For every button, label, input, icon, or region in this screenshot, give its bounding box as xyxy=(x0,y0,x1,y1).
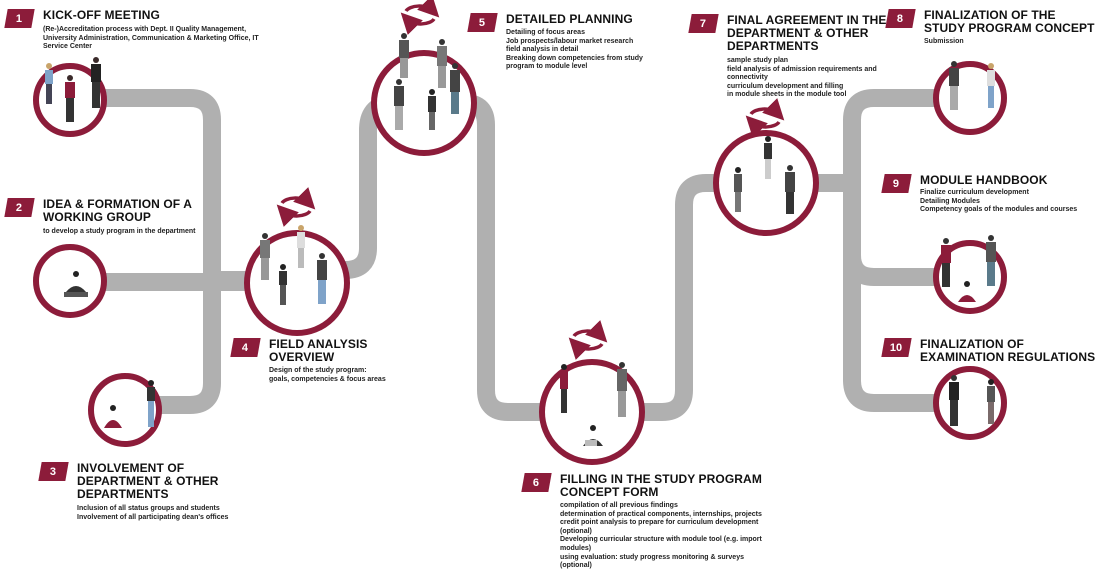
people-icon-step-2 xyxy=(64,271,88,297)
step-9-title: MODULE HANDBOOK xyxy=(920,173,1048,187)
step-4-description: Design of the study program:goals, compe… xyxy=(269,367,386,383)
people-icon-step-6 xyxy=(560,362,627,446)
step-5-title: DETAILED PLANNING xyxy=(506,12,633,26)
step-1-description: (Re-)Accreditation process with Dept. II… xyxy=(43,26,259,51)
step-3-description: Inclusion of all status groups and stude… xyxy=(77,505,229,521)
step-3-badge: 3 xyxy=(38,462,69,481)
cycle-icons xyxy=(276,0,785,360)
step-2-badge: 2 xyxy=(4,198,35,217)
people-icon-step-3 xyxy=(104,380,155,428)
cycle-arrows-icon-step-4 xyxy=(276,187,316,227)
people-figures xyxy=(45,33,996,446)
people-icon-step-5 xyxy=(394,33,460,130)
people-icon-step-8 xyxy=(949,61,995,110)
step-5-badge: 5 xyxy=(467,13,498,32)
people-icon-step-10 xyxy=(949,375,995,426)
people-icon-step-9 xyxy=(941,235,996,302)
step-8-description: Submission xyxy=(924,38,964,45)
step-2-description: to develop a study program in the depart… xyxy=(43,228,196,235)
cycle-arrows-icon-step-6 xyxy=(568,320,608,360)
step-1-badge: 1 xyxy=(4,9,35,28)
step-9-badge: 9 xyxy=(881,174,912,193)
cycle-arrows-icon-step-5 xyxy=(400,0,440,35)
step-4-badge: 4 xyxy=(230,338,261,357)
people-icon-step-1 xyxy=(45,57,101,122)
step-8-badge: 8 xyxy=(885,9,916,28)
step-10-badge: 10 xyxy=(881,338,912,357)
pathway xyxy=(95,89,945,421)
step-7-badge: 7 xyxy=(688,14,719,33)
people-icon-step-7 xyxy=(734,136,795,214)
people-icon-step-4 xyxy=(260,225,327,305)
step-6-badge: 6 xyxy=(521,473,552,492)
step-1-title: KICK-OFF MEETING xyxy=(43,8,160,22)
circle-step-2 xyxy=(33,244,107,318)
cycle-arrows-icon-step-7 xyxy=(745,98,785,138)
